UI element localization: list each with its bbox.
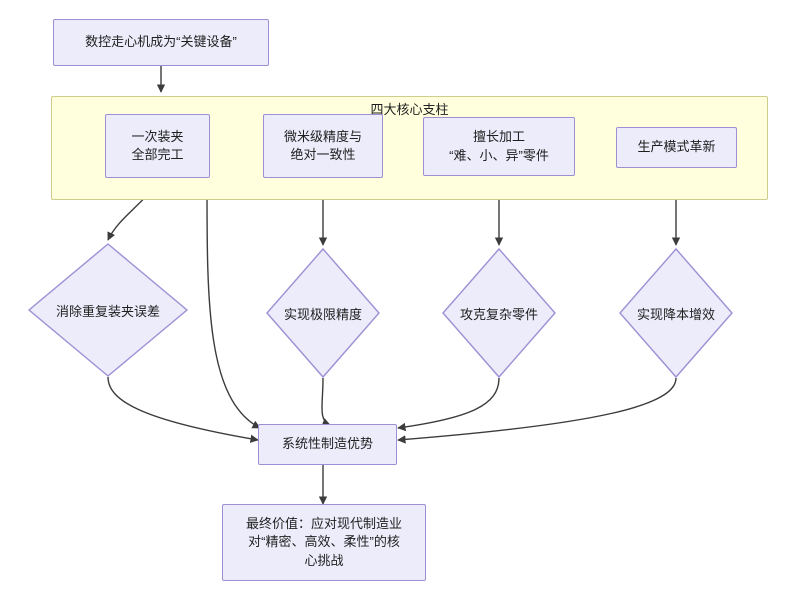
node-pillar-1-label: 一次装夹 全部完工 xyxy=(131,128,184,162)
node-start-label: 数控走心机成为“关键设备” xyxy=(85,34,237,50)
node-pillar-1[interactable]: 一次装夹 全部完工 xyxy=(105,114,210,178)
node-outcome-3[interactable]: 攻克复杂零件 xyxy=(442,247,556,379)
node-final-value-label: 最终价值：应对现代制造业 对“精密、高效、柔性”的核 心挑战 xyxy=(245,515,402,568)
edge-d1-to-agg xyxy=(107,376,259,443)
cluster-pillars-label: 四大核心支柱 xyxy=(370,102,449,117)
diamond-shape-1 xyxy=(27,243,189,377)
edge-d4-to-agg xyxy=(397,377,677,444)
node-pillar-2[interactable]: 微米级精度与 绝对一致性 xyxy=(263,114,383,178)
diamond-shape-2 xyxy=(266,247,380,379)
node-pillar-4[interactable]: 生产模式革新 xyxy=(616,127,737,168)
diamond-shape-3 xyxy=(442,247,556,379)
node-start[interactable]: 数控走心机成为“关键设备” xyxy=(53,19,269,66)
node-pillar-4-label: 生产模式革新 xyxy=(637,139,716,155)
edge-d2-to-agg xyxy=(321,377,331,426)
node-aggregate[interactable]: 系统性制造优势 xyxy=(258,424,397,465)
node-outcome-1[interactable]: 消除重复装夹误差 xyxy=(27,243,189,377)
node-final-value[interactable]: 最终价值：应对现代制造业 对“精密、高效、柔性”的核 心挑战 xyxy=(222,504,426,581)
node-pillar-2-label: 微米级精度与 绝对一致性 xyxy=(283,128,362,162)
node-pillar-3-label: 擅长加工 “难、小、异”零件 xyxy=(449,129,549,163)
node-outcome-4-label: 实现降本增效 xyxy=(636,306,715,322)
node-outcome-4[interactable]: 实现降本增效 xyxy=(619,247,733,379)
node-pillar-3[interactable]: 擅长加工 “难、小、异”零件 xyxy=(423,117,575,176)
diamond-shape-4 xyxy=(619,247,733,379)
node-outcome-3-label: 攻克复杂零件 xyxy=(459,306,538,322)
node-outcome-1-label: 消除重复装夹误差 xyxy=(55,303,160,319)
node-outcome-2[interactable]: 实现极限精度 xyxy=(266,247,380,379)
edge-d3-to-agg xyxy=(397,377,500,432)
node-outcome-2-label: 实现极限精度 xyxy=(283,306,362,322)
edge-p1-to-agg xyxy=(206,177,261,429)
node-aggregate-label: 系统性制造优势 xyxy=(281,436,373,452)
